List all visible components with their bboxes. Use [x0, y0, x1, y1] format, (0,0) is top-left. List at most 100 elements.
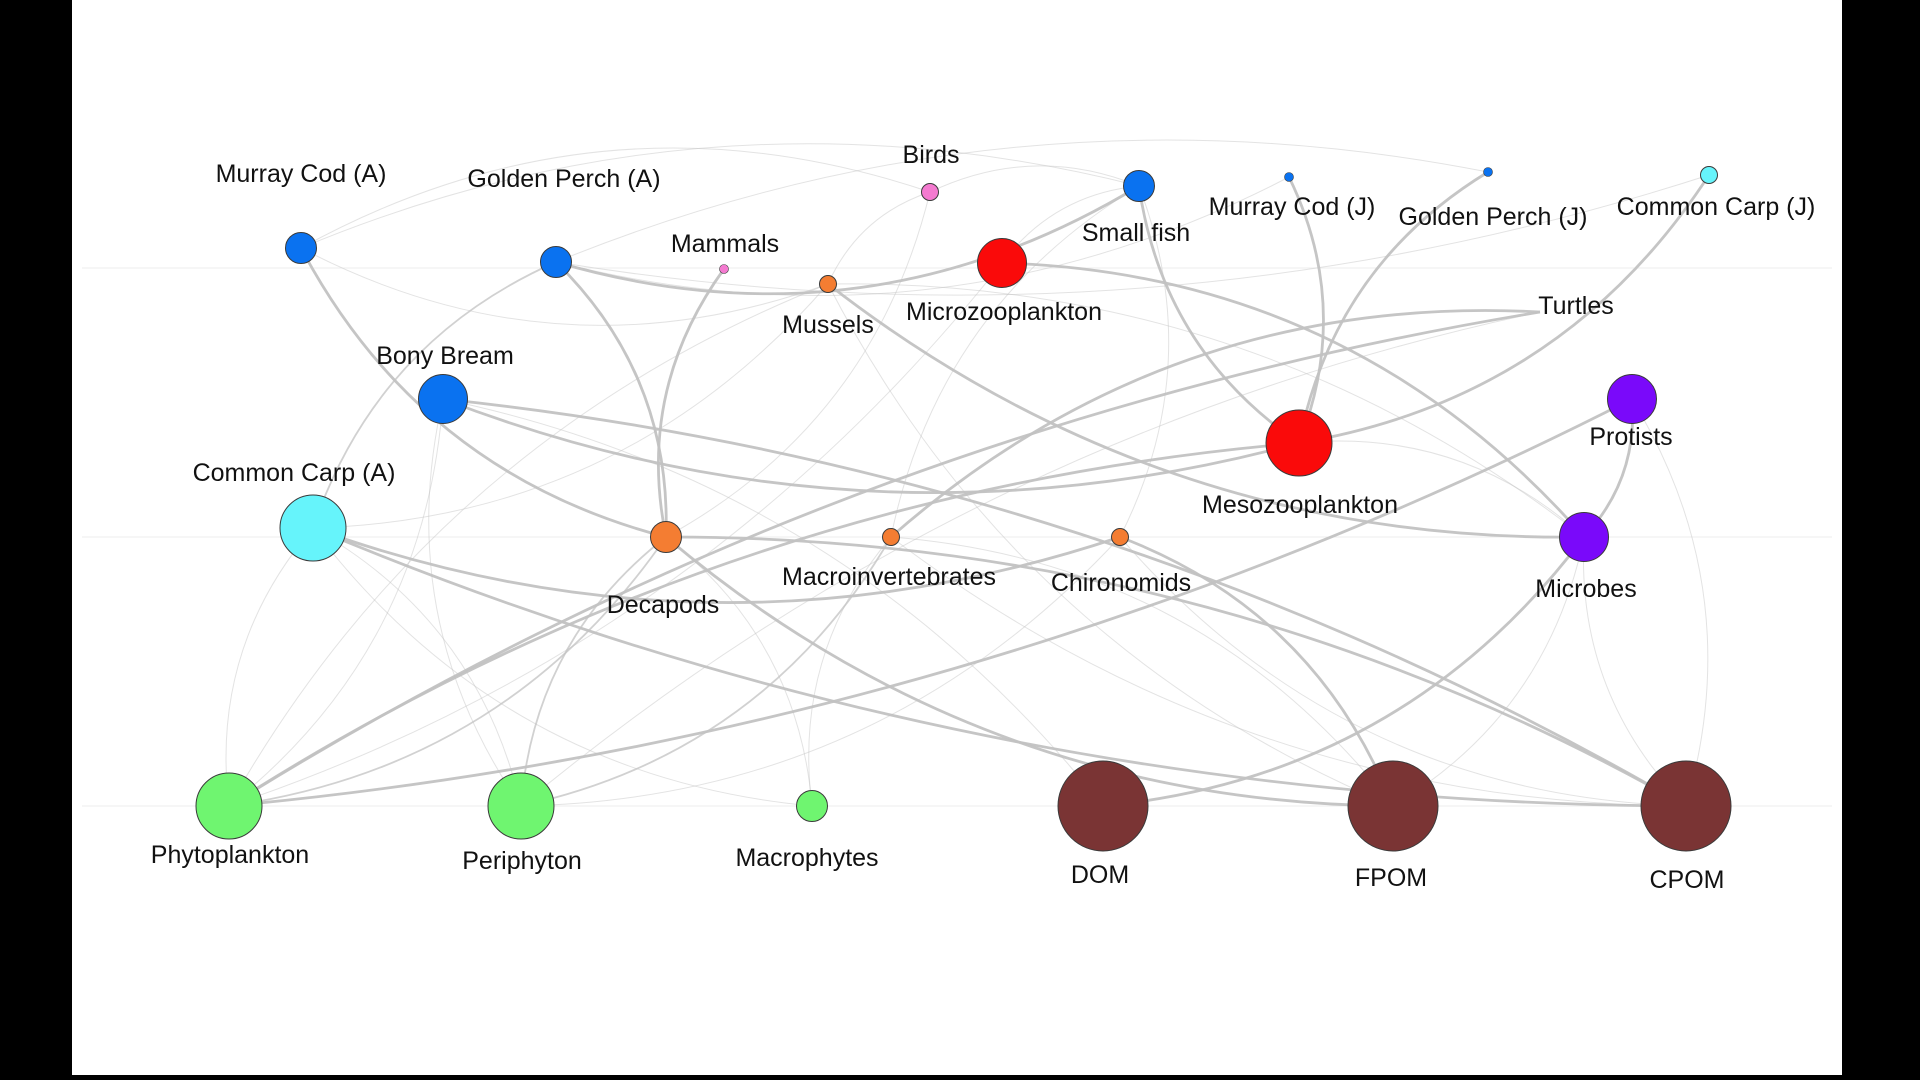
trophic-link-decapods-macrophytes: [665, 536, 813, 807]
trophic-link-bony_bream-dom: [442, 398, 1104, 807]
trophic-link-mesozooplankton-murray_cod_j: [1287, 176, 1325, 444]
node-label-golden-perch-j: Golden Perch (J): [1399, 203, 1588, 231]
node-label-bony-bream: Bony Bream: [376, 342, 514, 370]
trophic-link-cpom-decapods: [665, 535, 1687, 808]
node-cpom: [1640, 760, 1732, 852]
trophic-link-birds-mussels: [827, 191, 931, 285]
node-label-microzooplankton: Microzooplankton: [906, 298, 1102, 326]
trophic-link-mesozooplankton-common_carp_j: [1298, 174, 1711, 445]
node-label-murray-cod-j: Murray Cod (J): [1209, 193, 1376, 221]
trophic-link-bony_bream-periphyton: [428, 398, 522, 807]
node-label-turtles: Turtles: [1538, 292, 1613, 320]
node-mammals: [719, 264, 729, 274]
node-label-fpom: FPOM: [1355, 864, 1427, 892]
trophic-link-periphyton-decapods: [520, 536, 667, 807]
trophic-link-murray_cod_a-mussels: [300, 247, 829, 326]
node-protists: [1607, 374, 1657, 424]
trophic-link-birds-decapods: [665, 191, 931, 538]
trophic-link-birds-small_fish: [929, 165, 1140, 193]
trophic-link-common_carp_a-macrophytes: [312, 527, 813, 807]
node-label-birds: Birds: [903, 141, 960, 169]
node-label-protists: Protists: [1589, 423, 1672, 451]
node-birds: [921, 183, 939, 201]
node-bony-bream: [418, 374, 468, 424]
trophic-link-mammals-decapods: [657, 268, 726, 538]
node-dom: [1057, 760, 1149, 852]
trophic-link-common_carp_a-periphyton: [312, 527, 522, 807]
node-mussels: [819, 275, 837, 293]
trophic-link-microbes-fpom: [1392, 536, 1585, 807]
trophic-link-murray_cod_a-birds: [300, 147, 931, 249]
node-labels: Murray Cod (A) Golden Perch (A) BirdsSmall…: [151, 141, 1816, 894]
trophic-link-protists-cpom: [1631, 398, 1709, 807]
trophic-link-mesozooplankton-golden_perch_j: [1297, 170, 1489, 444]
trophic-link-chironomids-cpom: [1119, 536, 1687, 807]
trophic-link-cpom-bony_bream: [442, 397, 1687, 808]
node-label-macroinvertebrates: Macroinvertebrates: [782, 563, 996, 591]
node-murray-cod-a: [285, 232, 317, 264]
trophic-links: [225, 139, 1711, 808]
trophic-link-mussels-phytoplankton: [228, 283, 829, 807]
trophic-link-chironomids-periphyton: [520, 536, 1121, 807]
trophic-link-phytoplankton-mesozooplankton: [228, 441, 1300, 808]
trophic-link-small_fish-macroinvertebrates: [890, 185, 1140, 538]
trophic-link-bony_bream-phytoplankton: [228, 398, 444, 807]
trophic-link-common_carp_a-chironomids: [312, 526, 1121, 604]
node-label-dom: DOM: [1071, 861, 1129, 889]
node-periphyton: [487, 772, 555, 840]
node-label-microbes: Microbes: [1535, 575, 1636, 603]
node-label-golden-perch-a: Golden Perch (A): [467, 165, 660, 193]
node-decapods: [650, 521, 682, 553]
node-golden-perch-a: [540, 246, 572, 278]
trophic-link-common_carp_a-golden_perch_a: [312, 261, 557, 529]
trophic-link-golden_perch_a-decapods: [555, 261, 668, 538]
trophic-link-periphyton-macroinvertebrates: [520, 536, 892, 807]
trophic-link-turtles-periphyton: [520, 311, 1541, 807]
trophic-link-mesozooplankton-bony_bream: [442, 397, 1300, 494]
node-common-carp-a: [279, 494, 347, 562]
trophic-link-macroinvertebrates-fpom: [890, 536, 1394, 807]
trophic-link-macroinvertebrates-turtles: [890, 309, 1541, 539]
node-small-fish: [1123, 170, 1155, 202]
trophic-link-golden_perch_a-common_carp_j: [555, 174, 1710, 296]
node-fpom: [1347, 760, 1439, 852]
node-microbes: [1559, 512, 1609, 562]
node-murray-cod-j: [1284, 172, 1294, 182]
trophic-link-microzooplankton-phytoplankton: [228, 262, 1003, 807]
trophic-link-microbes-microzooplankton: [1001, 261, 1586, 538]
node-label-decapods: Decapods: [607, 591, 720, 619]
trophic-nodes: [195, 166, 1732, 852]
node-label-mesozooplankton: Mesozooplankton: [1202, 491, 1398, 519]
node-label-small-fish: Small fish: [1082, 219, 1190, 247]
trophic-link-microbes-mussels: [827, 282, 1585, 539]
node-macroinvertebrates: [882, 528, 900, 546]
node-label-periphyton: Periphyton: [462, 847, 582, 875]
trophic-link-common_carp_a-phytoplankton: [225, 527, 314, 807]
node-label-chironomids: Chironomids: [1051, 569, 1191, 597]
trophic-link-golden_perch_a-small_fish: [555, 184, 1140, 296]
node-label-common-carp-a: Common Carp (A): [193, 459, 396, 487]
trophic-link-fpom-decapods: [665, 535, 1394, 808]
trophic-link-macroinvertebrates-cpom: [890, 536, 1687, 807]
trophic-link-phytoplankton-protists: [228, 397, 1633, 808]
node-label-phytoplankton: Phytoplankton: [151, 841, 309, 869]
trophic-link-murray_cod_a-decapods: [299, 247, 667, 539]
node-common-carp-j: [1700, 166, 1718, 184]
node-label-mammals: Mammals: [671, 230, 779, 258]
trophic-link-mussels-microbes: [827, 283, 1585, 538]
node-label-cpom: CPOM: [1650, 866, 1725, 894]
node-label-murray-cod-a: Murray Cod (A): [216, 160, 387, 188]
trophic-link-golden_perch_a-golden_perch_j: [555, 139, 1489, 263]
node-phytoplankton: [195, 772, 263, 840]
node-label-mussels: Mussels: [782, 311, 874, 339]
node-macrophytes: [796, 790, 828, 822]
trophic-link-cpom-common_carp_a: [312, 526, 1687, 808]
trophic-link-mesozooplankton-microbes: [1298, 440, 1585, 538]
trophic-link-murray_cod_a-small_fish: [300, 143, 1140, 249]
trophic-link-golden_perch_a-murray_cod_j: [555, 176, 1290, 297]
trophic-link-mussels-fpom: [827, 283, 1394, 807]
trophic-link-fpom-chironomids: [1119, 535, 1395, 807]
node-microzooplankton: [977, 238, 1027, 288]
node-mesozooplankton: [1265, 409, 1333, 477]
